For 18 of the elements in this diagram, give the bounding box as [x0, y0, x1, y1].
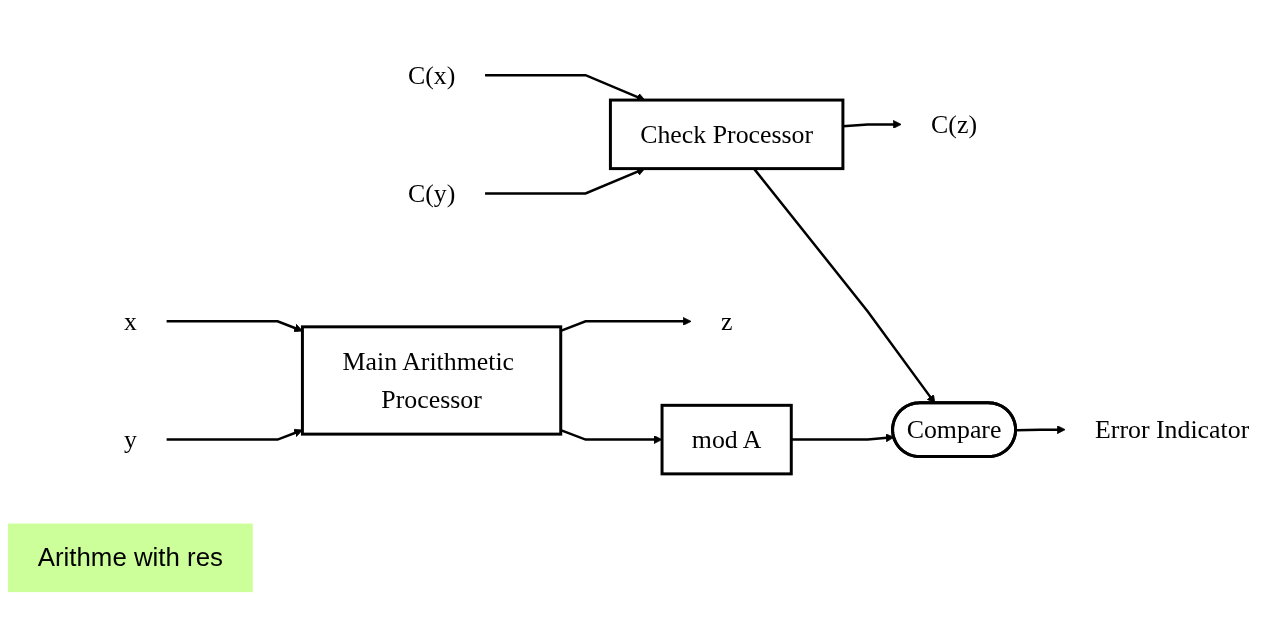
- node-text: y: [123, 425, 137, 455]
- node-text: C(z): [931, 110, 978, 140]
- arrow: [560, 429, 663, 445]
- arrow: [166, 429, 303, 442]
- node-text: Error Indicator: [1095, 415, 1250, 445]
- arrow: [560, 317, 692, 333]
- node-box: Check Processor: [608, 99, 845, 171]
- arrow: [1016, 425, 1066, 435]
- node-text: C(x): [407, 61, 456, 91]
- node-box: Arithme with res: [7, 524, 253, 593]
- node-text: z: [720, 307, 733, 337]
- arrow: [791, 434, 895, 443]
- arrow: [842, 120, 902, 130]
- node-box: mod A: [660, 404, 793, 476]
- arrow: [166, 320, 303, 333]
- node-text: C(y): [407, 179, 456, 209]
- node-text: x: [123, 307, 137, 337]
- node-box: Main Arithmetic Processor: [300, 325, 563, 437]
